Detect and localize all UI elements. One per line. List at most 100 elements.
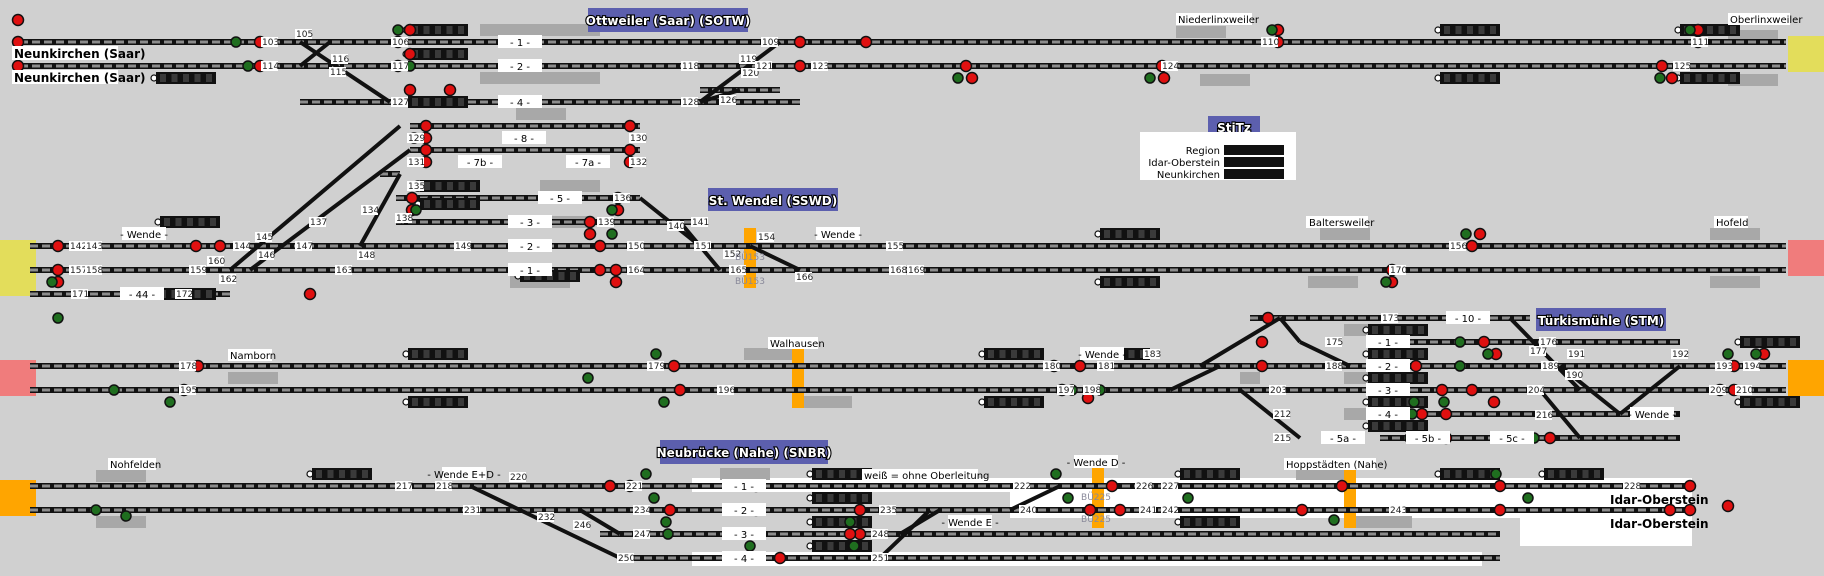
train-number-field[interactable] xyxy=(978,348,1044,360)
signal-number[interactable]: 140 xyxy=(668,222,685,232)
signal-number[interactable]: 168 xyxy=(890,266,907,276)
signal-number[interactable]: 190 xyxy=(1566,371,1583,381)
signal-number[interactable]: 124 xyxy=(1162,62,1179,72)
signal-lamp-green[interactable] xyxy=(1460,228,1472,240)
signal-lamp[interactable] xyxy=(773,551,787,565)
signal-number[interactable]: 176 xyxy=(1540,338,1557,348)
signal-number[interactable]: 194 xyxy=(1744,362,1761,372)
stitz-counter-idar[interactable] xyxy=(1224,157,1284,167)
signal-lamp[interactable] xyxy=(859,35,873,49)
switch-connector[interactable] xyxy=(1009,484,1061,512)
signal-lamp[interactable] xyxy=(1721,499,1735,513)
signal-lamp-green[interactable] xyxy=(1490,468,1502,480)
signal-number[interactable]: 220 xyxy=(510,473,527,483)
signal-lamp-green[interactable] xyxy=(1062,492,1074,504)
switch-connector[interactable] xyxy=(578,508,622,536)
signal-number[interactable]: 149 xyxy=(455,242,472,252)
signal-lamp[interactable] xyxy=(667,359,681,373)
station-header-sswd[interactable]: St. Wendel (SSWD) xyxy=(708,188,838,211)
switch-connector[interactable] xyxy=(519,508,621,560)
switch-connector[interactable] xyxy=(298,40,332,68)
station-header-stm[interactable]: Türkismühle (STM) xyxy=(1536,308,1666,331)
signal-lamp[interactable] xyxy=(603,479,617,493)
train-number-field[interactable] xyxy=(154,216,220,228)
train-number-field[interactable] xyxy=(1174,516,1240,528)
signal-lamp[interactable] xyxy=(405,191,419,205)
signal-number[interactable]: 148 xyxy=(358,251,375,261)
signal-lamp[interactable] xyxy=(1415,407,1429,421)
signal-number[interactable]: 173 xyxy=(1382,314,1399,324)
signal-lamp[interactable] xyxy=(403,47,417,61)
train-number-field[interactable] xyxy=(1734,336,1800,348)
signal-number[interactable]: 228 xyxy=(1624,482,1641,492)
switch-connector[interactable] xyxy=(1238,388,1302,440)
signal-lamp[interactable] xyxy=(609,263,623,277)
signal-number[interactable]: 166 xyxy=(796,273,813,283)
train-number-field[interactable] xyxy=(806,540,872,552)
signal-lamp[interactable] xyxy=(11,35,25,49)
signal-number[interactable]: 183 xyxy=(1144,350,1161,360)
signal-number[interactable]: 125 xyxy=(1674,62,1691,72)
signal-lamp[interactable] xyxy=(303,287,317,301)
signal-number[interactable]: 169 xyxy=(908,266,925,276)
signal-lamp[interactable] xyxy=(843,527,857,541)
signal-number[interactable]: 105 xyxy=(296,30,313,40)
signal-number[interactable]: 131 xyxy=(408,158,425,168)
signal-number[interactable]: 181 xyxy=(1098,362,1115,372)
signal-lamp[interactable] xyxy=(959,59,973,73)
signal-lamp-green[interactable] xyxy=(52,312,64,324)
signal-number[interactable]: 198 xyxy=(1084,386,1101,396)
signal-lamp[interactable] xyxy=(1477,335,1491,349)
signal-lamp-green[interactable] xyxy=(606,228,618,240)
signal-lamp[interactable] xyxy=(1113,503,1127,517)
signal-lamp[interactable] xyxy=(1683,479,1697,493)
signal-lamp[interactable] xyxy=(1255,359,1269,373)
signal-lamp-green[interactable] xyxy=(46,276,58,288)
signal-lamp-green[interactable] xyxy=(1684,24,1696,36)
signal-number[interactable]: 175 xyxy=(1326,338,1343,348)
signal-number[interactable]: 195 xyxy=(180,386,197,396)
signal-number[interactable]: 147 xyxy=(296,242,313,252)
signal-number[interactable]: 215 xyxy=(1274,434,1291,444)
train-number-field[interactable] xyxy=(1734,396,1800,408)
signal-lamp[interactable] xyxy=(189,239,203,253)
station-header-snbr[interactable]: Neubrücke (Nahe) (SNBR) xyxy=(655,440,833,464)
signal-lamp-green[interactable] xyxy=(392,24,404,36)
switch-connector[interactable] xyxy=(878,508,932,560)
signal-number[interactable]: 231 xyxy=(464,506,481,516)
signal-lamp[interactable] xyxy=(793,59,807,73)
signal-lamp[interactable] xyxy=(1493,479,1507,493)
signal-lamp[interactable] xyxy=(1683,503,1697,517)
signal-number[interactable]: 251 xyxy=(872,554,889,564)
signal-lamp-green[interactable] xyxy=(242,60,254,72)
signal-lamp-green[interactable] xyxy=(230,36,242,48)
signal-number[interactable]: 164 xyxy=(628,266,645,276)
train-number-field[interactable] xyxy=(1362,420,1428,432)
signal-number[interactable]: 116 xyxy=(332,55,349,65)
signal-number[interactable]: 128 xyxy=(682,98,699,108)
signal-lamp[interactable] xyxy=(1487,395,1501,409)
signal-lamp[interactable] xyxy=(1157,71,1171,85)
signal-lamp[interactable] xyxy=(1543,431,1557,445)
signal-number[interactable]: 170 xyxy=(1390,266,1407,276)
signal-number[interactable]: 119 xyxy=(740,55,757,65)
signal-lamp[interactable] xyxy=(1439,407,1453,421)
signal-number[interactable]: 157 xyxy=(70,266,87,276)
signal-lamp-green[interactable] xyxy=(650,348,662,360)
signal-lamp[interactable] xyxy=(853,503,867,517)
signal-lamp-green[interactable] xyxy=(640,468,652,480)
signal-number[interactable]: 210 xyxy=(1736,386,1753,396)
signal-number[interactable]: 158 xyxy=(86,266,103,276)
signal-lamp-green[interactable] xyxy=(1482,348,1494,360)
signal-number[interactable]: 227 xyxy=(1162,482,1179,492)
signal-lamp-green[interactable] xyxy=(120,510,132,522)
signal-number[interactable]: 196 xyxy=(718,386,735,396)
signal-lamp[interactable] xyxy=(1083,503,1097,517)
signal-number[interactable]: 212 xyxy=(1274,410,1291,420)
signal-number[interactable]: 139 xyxy=(598,218,615,228)
train-number-field[interactable] xyxy=(978,396,1044,408)
signal-number[interactable]: 115 xyxy=(330,68,347,78)
signal-lamp-green[interactable] xyxy=(660,516,672,528)
signal-number[interactable]: 126 xyxy=(720,96,737,106)
level-crossing-hoppstaedten[interactable] xyxy=(1344,468,1356,528)
